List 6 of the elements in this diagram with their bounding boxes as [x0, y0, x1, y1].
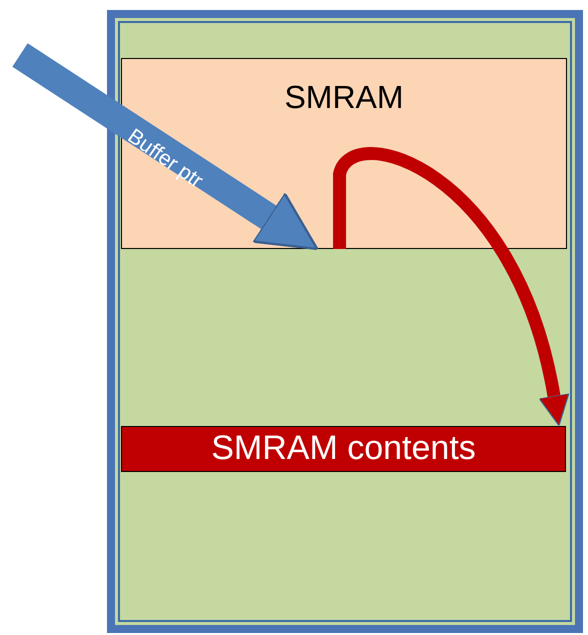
arrow	[12, 43, 318, 250]
arrow	[333, 147, 570, 426]
region-label: SMRAM contents	[210, 429, 477, 468]
smram-contents-bar	[121, 426, 566, 472]
region-label: SMRAM	[283, 79, 405, 116]
memory-region	[107, 10, 583, 633]
